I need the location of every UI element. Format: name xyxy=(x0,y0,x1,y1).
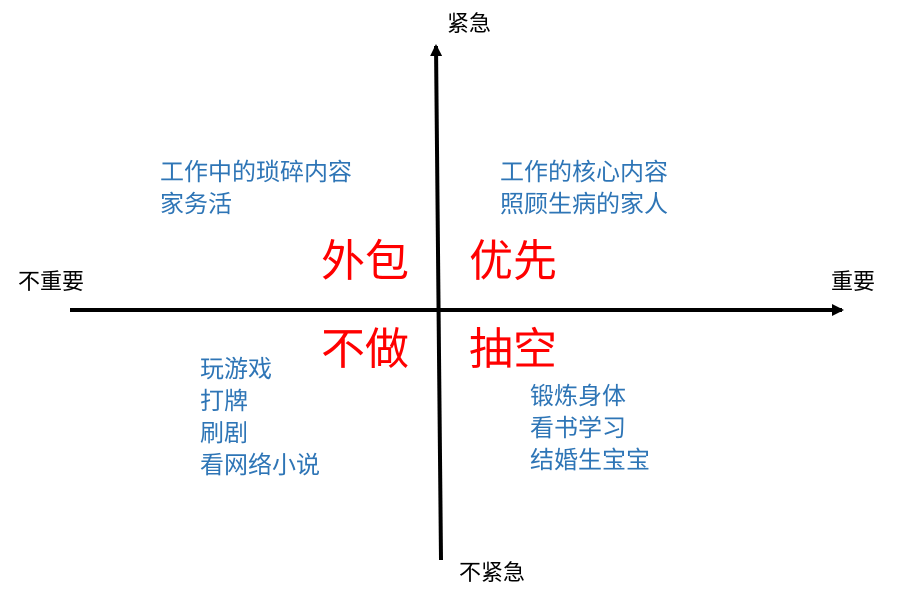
list-item: 家务活 xyxy=(160,190,232,218)
quadrant-title-priority: 优先 xyxy=(469,236,557,287)
list-item: 照顾生病的家人 xyxy=(500,190,668,218)
quadrant-title-outsource: 外包 xyxy=(321,236,409,287)
quadrant-items-bottom-right: 锻炼身体 看书学习 结婚生宝宝 xyxy=(530,380,650,476)
vertical-axis xyxy=(430,44,443,561)
quadrant-title-spare-time: 抽空 xyxy=(469,324,557,375)
list-item: 玩游戏 xyxy=(200,355,272,383)
list-item: 看网络小说 xyxy=(200,451,320,479)
list-item: 锻炼身体 xyxy=(530,382,626,410)
quadrant-items-top-left: 工作中的琐碎内容 家务活 xyxy=(160,156,352,220)
list-item: 工作的核心内容 xyxy=(500,158,668,186)
list-item: 工作中的琐碎内容 xyxy=(160,158,352,186)
list-item: 看书学习 xyxy=(530,414,626,442)
axis-label-not-important: 不重要 xyxy=(18,270,85,295)
list-item: 打牌 xyxy=(200,387,248,415)
quadrant-title-skip: 不做 xyxy=(321,324,409,375)
axis-label-not-urgent: 不紧急 xyxy=(459,561,526,586)
axis-label-urgent: 紧急 xyxy=(447,12,492,37)
list-item: 结婚生宝宝 xyxy=(530,446,650,474)
quadrant-items-top-right: 工作的核心内容 照顾生病的家人 xyxy=(500,156,668,220)
list-item: 刷剧 xyxy=(200,419,248,447)
axis-label-important: 重要 xyxy=(831,270,876,295)
quadrant-items-bottom-left: 玩游戏 打牌 刷剧 看网络小说 xyxy=(200,353,320,481)
